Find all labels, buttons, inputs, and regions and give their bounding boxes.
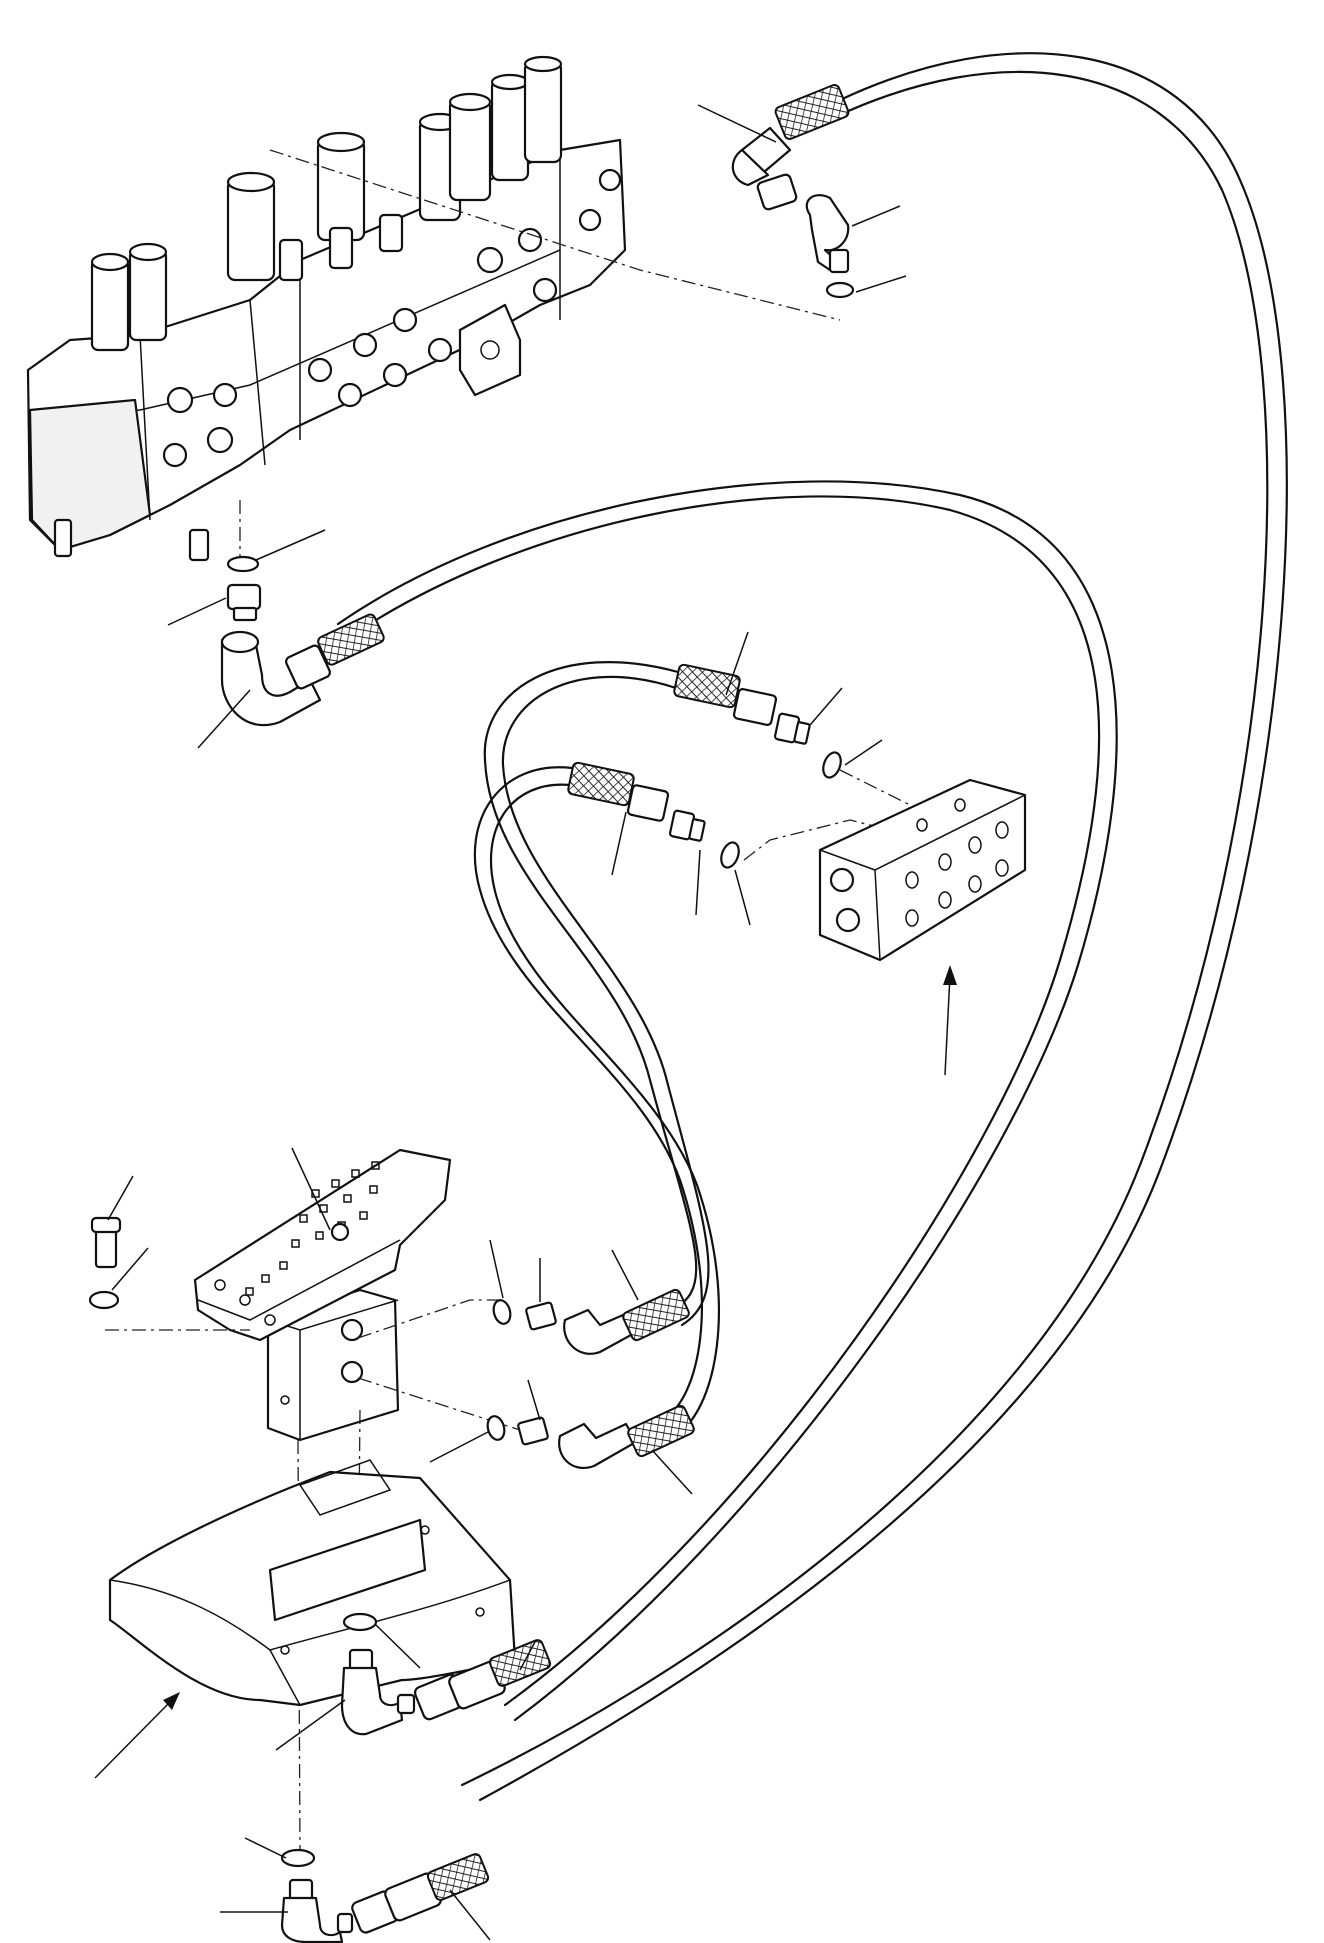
hoses-to-pedal-valve (486, 1288, 695, 1469)
leader-lines-upper-right (697, 104, 907, 293)
hose-elbow-left (220, 613, 385, 727)
bolt (90, 1216, 122, 1269)
floor-plate (108, 1459, 517, 1707)
junction-block (818, 778, 1027, 962)
washer (88, 1290, 120, 1310)
o-ring-bottom-upper (342, 1612, 378, 1632)
o-ring-valve-port (226, 555, 260, 573)
control-valve-assembly (26, 55, 627, 562)
hoses-to-junction-block (567, 663, 778, 822)
elbow-fitting-upper-right (756, 173, 850, 274)
hoses-bottom (351, 1639, 552, 1934)
leader-lines-left (167, 529, 326, 749)
o-ring-upper-right (825, 281, 855, 299)
leader-lines-bottom (220, 1624, 537, 1941)
arrow-junction-block (943, 965, 957, 1076)
leader-lines-bolt (107, 1175, 149, 1291)
pedal-valve (193, 1148, 452, 1442)
hose-lines (336, 52, 1288, 1802)
hose-upper-right (731, 84, 850, 187)
leader-lines-pedal-hoses (429, 1239, 693, 1495)
arrow-floor-plate (94, 1692, 180, 1779)
adapters-junction-block (668, 712, 811, 842)
leader-valve-to-elbow (269, 149, 841, 321)
adapter-valve-port (226, 583, 262, 622)
o-rings-junction-block (720, 751, 842, 869)
elbow-fittings-bottom (280, 1648, 416, 1943)
